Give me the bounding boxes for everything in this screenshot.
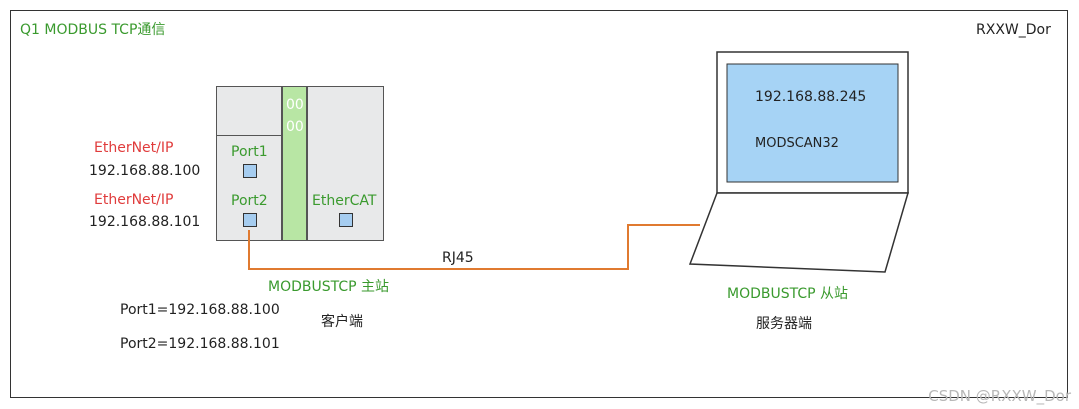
plc-code-1: 00 (286, 97, 304, 113)
port2-connector (243, 213, 257, 227)
plc-status-bar (282, 86, 307, 241)
author-label: RXXW_Dor (976, 22, 1051, 38)
slave-role: 服务器端 (756, 316, 812, 332)
laptop-keyboard-base (688, 192, 909, 273)
laptop-ip: 192.168.88.245 (755, 89, 867, 105)
diagram-frame (10, 10, 1068, 398)
ethernetip-label-2: EtherNet/IP (94, 192, 174, 208)
ethercat-connector (339, 213, 353, 227)
slave-title: MODBUSTCP 从站 (727, 286, 849, 302)
ip-address-2: 192.168.88.101 (89, 214, 201, 230)
master-port2-address: Port2=192.168.88.101 (120, 336, 280, 352)
port1-label: Port1 (231, 144, 268, 160)
laptop-software: MODSCAN32 (755, 136, 839, 151)
laptop-screen (726, 63, 899, 183)
master-port1-address: Port1=192.168.88.100 (120, 302, 280, 318)
diagram-title: Q1 MODBUS TCP通信 (20, 22, 166, 38)
plc-code-2: 00 (286, 119, 304, 135)
cable-label: RJ45 (442, 250, 474, 266)
ethercat-label: EtherCAT (312, 193, 377, 209)
master-role: 客户端 (321, 314, 363, 330)
ip-address-1: 192.168.88.100 (89, 163, 201, 179)
plc-divider (216, 135, 282, 136)
ethernetip-label-1: EtherNet/IP (94, 140, 174, 156)
master-title: MODBUSTCP 主站 (268, 279, 390, 295)
port2-label: Port2 (231, 193, 268, 209)
port1-connector (243, 164, 257, 178)
watermark: CSDN @RXXW_Dor (928, 387, 1071, 405)
rj45-cable (248, 224, 700, 270)
